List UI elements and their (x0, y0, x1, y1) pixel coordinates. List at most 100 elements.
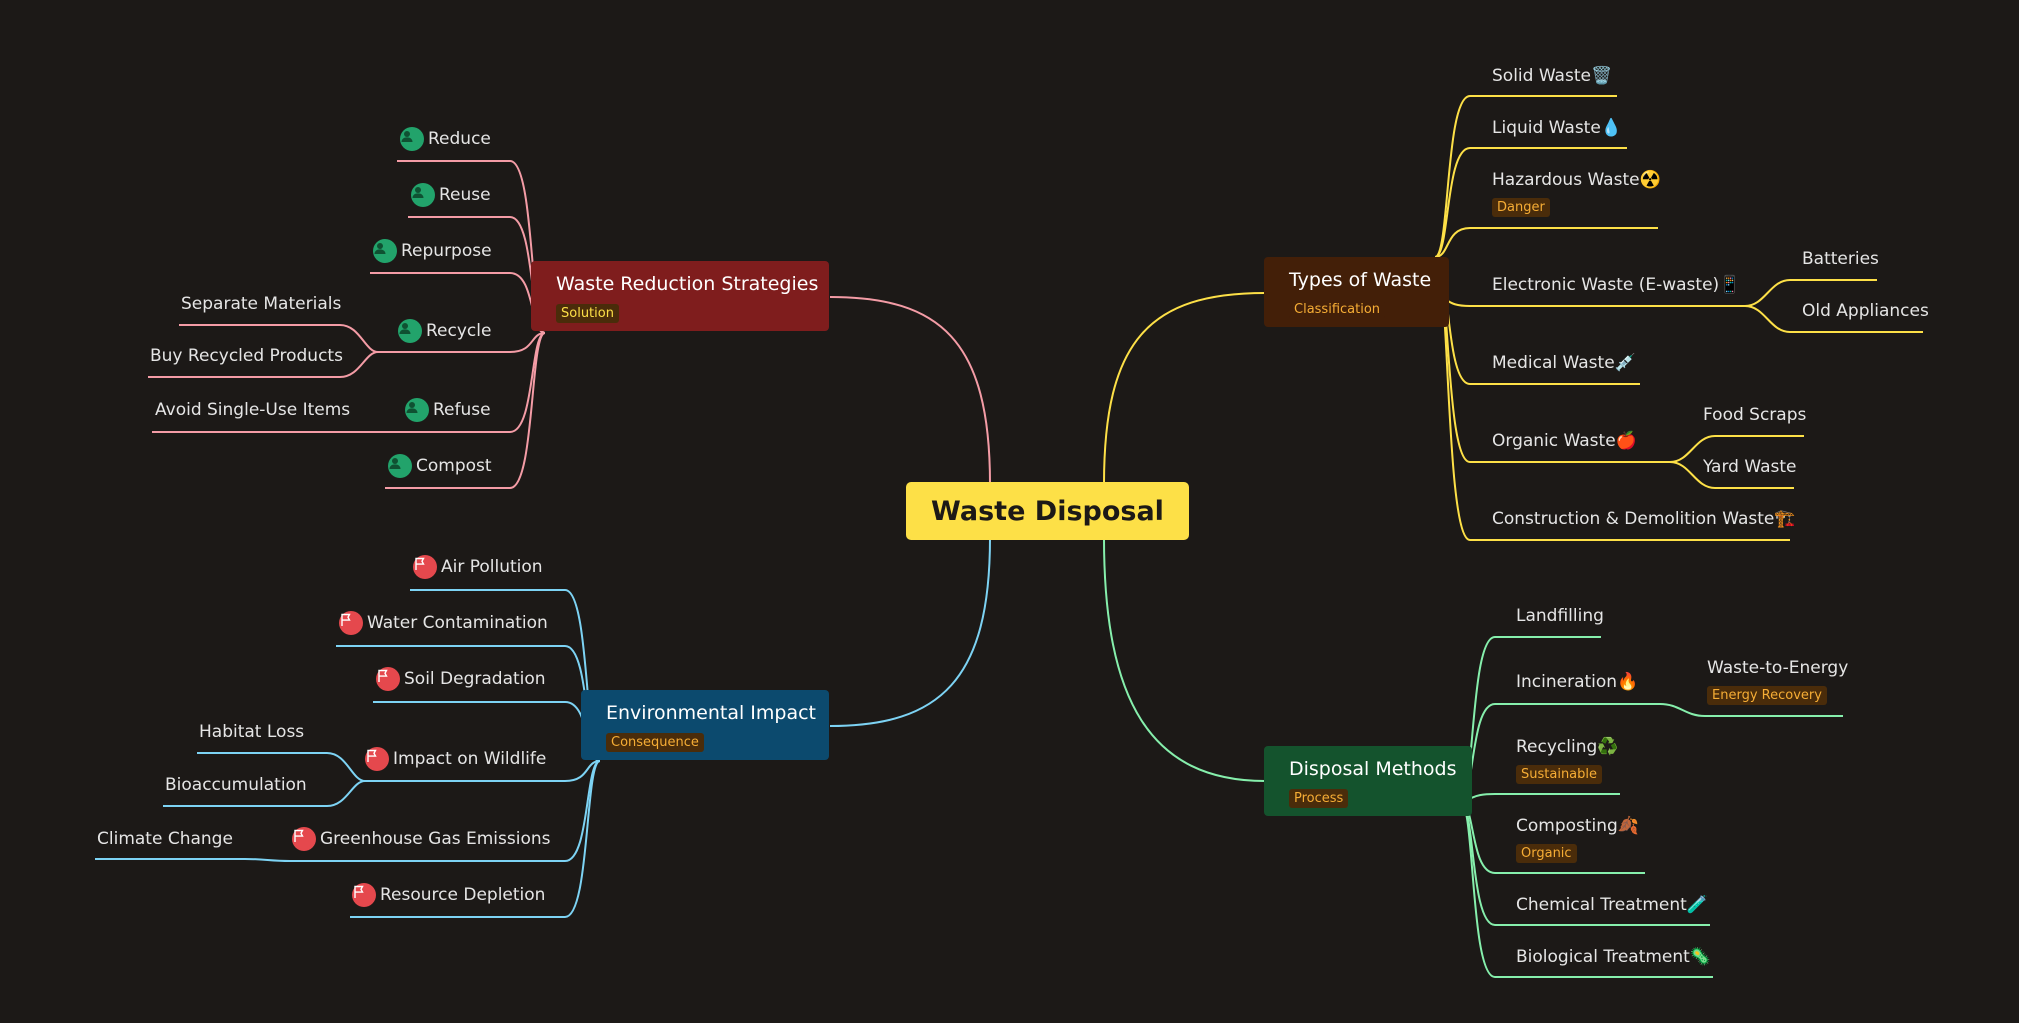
node-label: Bioaccumulation (165, 775, 307, 795)
node-label: Food Scraps (1703, 405, 1807, 425)
user-icon (398, 319, 422, 343)
node-electronic-waste[interactable]: Electronic Waste (E-waste)📱 (1492, 274, 1740, 296)
root-label: Waste Disposal (931, 495, 1164, 527)
connector-root-reduction (829, 296, 991, 485)
node-habitat-loss[interactable]: Habitat Loss (199, 721, 304, 743)
branch-title: Waste Reduction Strategies (556, 273, 819, 295)
node-yard-waste[interactable]: Yard Waste (1703, 456, 1796, 478)
node-biological-treatment[interactable]: Biological Treatment🦠 (1516, 946, 1711, 968)
node-climate-change[interactable]: Climate Change (97, 828, 233, 850)
node-soil-degradation[interactable]: Soil Degradation (376, 667, 546, 691)
branch-waste-reduction[interactable]: Waste Reduction Strategies Solution (531, 261, 829, 331)
node-label: Climate Change (97, 829, 233, 849)
branch-tag: Classification (1289, 300, 1386, 319)
node-food-scraps[interactable]: Food Scraps (1703, 404, 1806, 426)
node-bioaccumulation[interactable]: Bioaccumulation (165, 774, 307, 796)
node-label: Resource Depletion (380, 885, 546, 905)
root-node[interactable]: Waste Disposal (906, 482, 1189, 540)
node-label: Composting🍂 (1516, 816, 1640, 836)
node-air-pollution[interactable]: Air Pollution (413, 555, 543, 579)
node-composting[interactable]: Composting🍂 (1516, 815, 1639, 837)
flag-icon (413, 555, 437, 579)
hazardous-tag: Danger (1492, 198, 1550, 217)
node-batteries[interactable]: Batteries (1802, 248, 1879, 270)
node-label: Soil Degradation (404, 669, 546, 689)
user-icon (411, 183, 435, 207)
node-greenhouse-gas[interactable]: Greenhouse Gas Emissions (292, 827, 551, 851)
node-refuse[interactable]: Refuse (405, 398, 491, 422)
node-label: Separate Materials (181, 294, 342, 314)
flag-icon (292, 827, 316, 851)
node-medical-waste[interactable]: Medical Waste💉 (1492, 352, 1636, 374)
node-label: Construction & Demolition Waste🏗️ (1492, 509, 1796, 529)
node-water-contamination[interactable]: Water Contamination (339, 611, 548, 635)
node-organic-waste[interactable]: Organic Waste🍎 (1492, 430, 1637, 452)
node-label: Buy Recycled Products (150, 346, 343, 366)
branch-tag: Solution (556, 304, 619, 323)
node-label: Yard Waste (1703, 457, 1797, 477)
branch-tag: Process (1289, 789, 1349, 808)
node-incineration[interactable]: Incineration🔥 (1516, 671, 1638, 693)
node-construction-waste[interactable]: Construction & Demolition Waste🏗️ (1492, 508, 1796, 530)
node-label: Impact on Wildlife (393, 749, 547, 769)
branch-title: Disposal Methods (1289, 758, 1457, 780)
node-solid-waste[interactable]: Solid Waste🗑️ (1492, 65, 1612, 87)
node-label: Compost (416, 456, 492, 476)
node-label: Reduce (428, 129, 491, 149)
user-icon (405, 398, 429, 422)
node-recycle[interactable]: Recycle (398, 319, 491, 343)
node-label: Liquid Waste💧 (1492, 118, 1622, 138)
node-label: Recycling♻️ (1516, 737, 1619, 757)
node-repurpose[interactable]: Repurpose (373, 239, 492, 263)
node-label: Repurpose (401, 241, 492, 261)
branch-title: Types of Waste (1289, 269, 1432, 291)
node-reuse[interactable]: Reuse (411, 183, 491, 207)
node-landfilling[interactable]: Landfilling (1516, 605, 1604, 627)
node-reduce[interactable]: Reduce (400, 127, 491, 151)
connector-root-environment (829, 537, 991, 727)
node-label: Electronic Waste (E-waste)📱 (1492, 275, 1741, 295)
node-impact-on-wildlife[interactable]: Impact on Wildlife (365, 747, 546, 771)
node-liquid-waste[interactable]: Liquid Waste💧 (1492, 117, 1622, 139)
node-label: Chemical Treatment🧪 (1516, 895, 1708, 915)
node-label: Greenhouse Gas Emissions (320, 829, 551, 849)
node-label: Avoid Single-Use Items (155, 400, 351, 420)
connector-root-types (1103, 292, 1266, 485)
flag-icon (376, 667, 400, 691)
node-chemical-treatment[interactable]: Chemical Treatment🧪 (1516, 894, 1708, 916)
node-avoid-single-use[interactable]: Avoid Single-Use Items (155, 399, 350, 421)
node-waste-to-energy[interactable]: Waste-to-Energy (1707, 657, 1848, 679)
node-label: Medical Waste💉 (1492, 353, 1636, 373)
node-recycling[interactable]: Recycling♻️ (1516, 736, 1618, 758)
user-icon (388, 454, 412, 478)
node-label: Hazardous Waste☢️ (1492, 170, 1661, 190)
branch-title: Environmental Impact (606, 702, 816, 724)
node-label: Water Contamination (367, 613, 548, 633)
branch-environmental-impact[interactable]: Environmental Impact Consequence (581, 690, 829, 760)
branch-types-of-waste[interactable]: Types of Waste Classification (1264, 257, 1449, 327)
node-label: Air Pollution (441, 557, 543, 577)
node-label: Batteries (1802, 249, 1879, 269)
node-resource-depletion[interactable]: Resource Depletion (352, 883, 545, 907)
branch-tag: Consequence (606, 733, 704, 752)
flag-icon (339, 611, 363, 635)
node-label: Solid Waste🗑️ (1492, 66, 1613, 86)
node-label: Waste-to-Energy (1707, 658, 1849, 678)
user-icon (373, 239, 397, 263)
node-hazardous-waste[interactable]: Hazardous Waste☢️ (1492, 169, 1661, 191)
node-buy-recycled[interactable]: Buy Recycled Products (150, 345, 343, 367)
node-label: Refuse (433, 400, 491, 420)
node-separate-materials[interactable]: Separate Materials (181, 293, 341, 315)
organic-tag: Organic (1516, 844, 1577, 863)
node-old-appliances[interactable]: Old Appliances (1802, 300, 1929, 322)
node-label: Organic Waste🍎 (1492, 431, 1637, 451)
user-icon (400, 127, 424, 151)
node-label: Reuse (439, 185, 491, 205)
node-label: Old Appliances (1802, 301, 1929, 321)
flag-icon (352, 883, 376, 907)
node-label: Incineration🔥 (1516, 672, 1639, 692)
branch-disposal-methods[interactable]: Disposal Methods Process (1264, 746, 1472, 816)
node-compost[interactable]: Compost (388, 454, 492, 478)
node-label: Biological Treatment🦠 (1516, 947, 1711, 967)
node-label: Recycle (426, 321, 492, 341)
